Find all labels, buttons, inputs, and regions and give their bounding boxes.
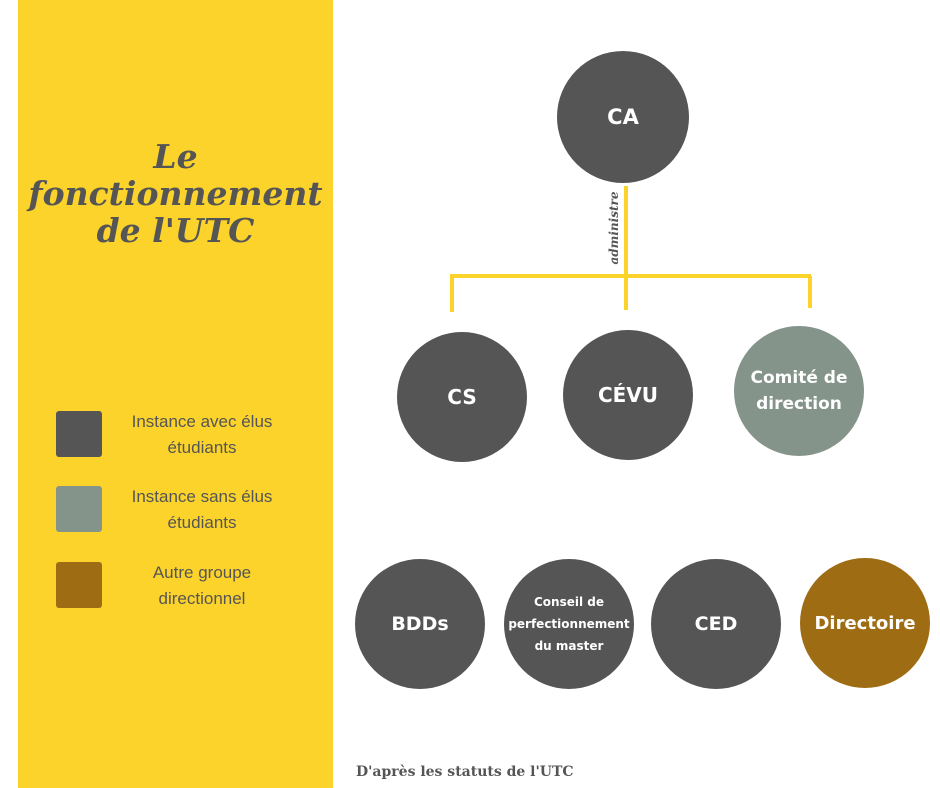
node-directoire: Directoire (800, 558, 930, 688)
legend-label: Instance sans élus étudiants (131, 487, 273, 532)
title-line-1: Le (153, 137, 198, 176)
sidebar-panel (18, 0, 333, 788)
legend-swatch-grey (56, 486, 102, 532)
node-bdds: BDDs (355, 559, 485, 689)
node-label: BDDs (391, 613, 449, 635)
node-conseil-perfectionnement: Conseil de perfectionnement du master (504, 559, 634, 689)
legend-swatch-dark (56, 411, 102, 457)
title-line-3: de l'UTC (96, 211, 255, 250)
node-label: Comité de direction (750, 368, 848, 414)
node-label: CS (447, 385, 477, 409)
edge-label-administre: administre (607, 191, 621, 265)
node-ced: CED (651, 559, 781, 689)
node-ca: CA (557, 51, 689, 183)
node-cevu: CÉVU (563, 330, 693, 460)
legend-label: Instance avec élus étudiants (131, 412, 273, 457)
source-footer: D'après les statuts de l'UTC (356, 764, 574, 780)
page-title: Le fonctionnement de l'UTC (18, 138, 333, 249)
node-label: CED (694, 613, 738, 635)
node-cs: CS (397, 332, 527, 462)
title-line-2: fonctionnement (28, 174, 323, 213)
node-label: Conseil de perfectionnement du master (508, 595, 630, 653)
legend-label: Autre groupe directionnel (152, 563, 252, 608)
node-label: Directoire (814, 612, 916, 634)
node-label: CA (607, 105, 639, 129)
node-comite-direction: Comité de direction (734, 326, 864, 456)
legend-swatch-brown (56, 562, 102, 608)
node-label: CÉVU (597, 383, 659, 407)
